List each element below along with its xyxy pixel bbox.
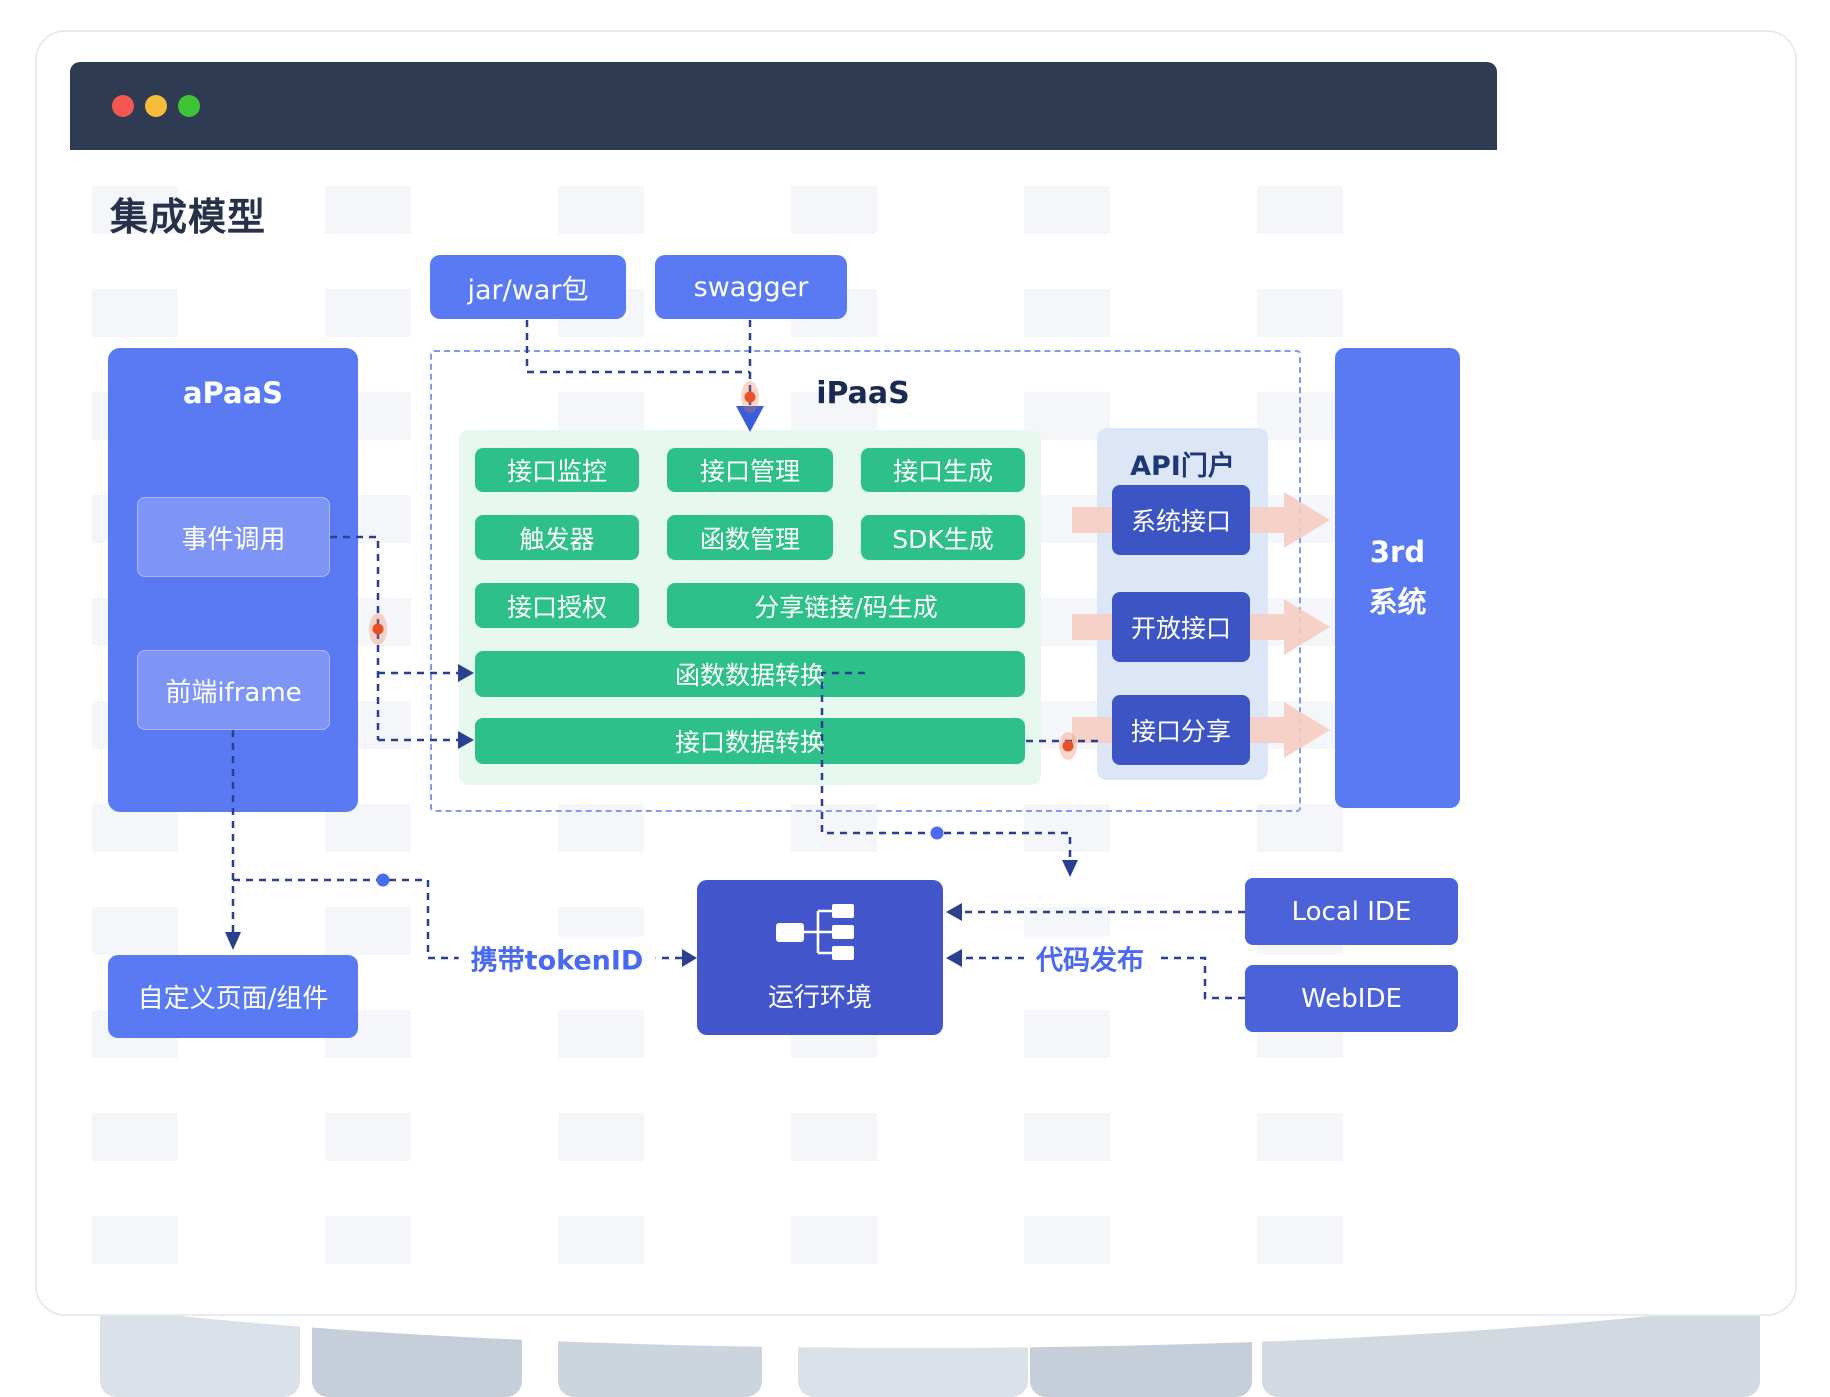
edge-label-deploy: 代码发布 bbox=[1024, 936, 1156, 980]
node-function-data-transform-label: 函数数据转换 bbox=[674, 661, 825, 690]
node-api-data-transform: 接口数据转换 bbox=[475, 718, 1025, 764]
panel-ipaas-features: 接口监控 接口管理 接口生成 触发器 函数管理 SDK生成 接口授权 分享链接/… bbox=[459, 430, 1041, 785]
panel-api-portal: API门户 系统接口 开放接口 接口分享 bbox=[1072, 428, 1330, 780]
pink-arrow-head bbox=[1284, 702, 1330, 758]
panel-api-portal-title: API门户 bbox=[1130, 451, 1235, 482]
node-api-share: 接口分享 bbox=[1112, 695, 1250, 765]
node-function-data-transform: 函数数据转换 bbox=[475, 651, 1025, 697]
node-api-auth-label: 接口授权 bbox=[506, 592, 607, 622]
node-api-share-label: 接口分享 bbox=[1130, 717, 1231, 746]
node-jar-war: jar/war包 bbox=[430, 255, 626, 319]
pink-arrow-head bbox=[1284, 492, 1330, 548]
node-function-manage: 函数管理 bbox=[667, 515, 833, 560]
node-sdk-generate: SDK生成 bbox=[861, 515, 1025, 560]
node-local-ide: Local IDE bbox=[1245, 878, 1458, 945]
node-webide: WebIDE bbox=[1245, 965, 1458, 1032]
node-sdk-generate-label: SDK生成 bbox=[892, 524, 994, 554]
node-api-generate-label: 接口生成 bbox=[892, 457, 993, 486]
window-maximize-dot bbox=[178, 95, 200, 117]
node-trigger: 触发器 bbox=[475, 515, 639, 560]
panel-apaas-title: aPaaS bbox=[182, 376, 284, 410]
node-swagger: swagger bbox=[655, 255, 847, 319]
node-third-system: 3rd 系统 bbox=[1335, 348, 1460, 808]
node-open-api: 开放接口 bbox=[1112, 592, 1250, 662]
node-api-manage-label: 接口管理 bbox=[699, 457, 800, 486]
node-share-link-generate: 分享链接/码生成 bbox=[667, 583, 1025, 628]
pink-arrow-head bbox=[1284, 599, 1330, 655]
node-event-call-label: 事件调用 bbox=[181, 524, 286, 555]
browser-titlebar bbox=[70, 62, 1497, 150]
node-open-api-label: 开放接口 bbox=[1130, 614, 1231, 643]
node-third-system-line1: 3rd bbox=[1369, 535, 1426, 569]
node-event-call: 事件调用 bbox=[137, 497, 330, 577]
node-api-monitor-label: 接口监控 bbox=[506, 457, 607, 486]
node-trigger-label: 触发器 bbox=[519, 524, 595, 554]
panel-apaas: aPaaS 事件调用 前端iframe bbox=[108, 348, 358, 812]
edge-label-token: 携带tokenID bbox=[458, 936, 656, 980]
node-third-system-line2: 系统 bbox=[1368, 585, 1427, 619]
node-api-monitor: 接口监控 bbox=[475, 448, 639, 492]
node-system-api: 系统接口 bbox=[1112, 485, 1250, 555]
node-system-api-label: 系统接口 bbox=[1130, 507, 1231, 536]
node-webide-label: WebIDE bbox=[1301, 983, 1402, 1014]
node-frontend-iframe: 前端iframe bbox=[137, 650, 330, 730]
node-api-generate: 接口生成 bbox=[861, 448, 1025, 492]
node-local-ide-label: Local IDE bbox=[1291, 896, 1412, 927]
page-title: 集成模型 bbox=[110, 195, 267, 239]
node-swagger-label: swagger bbox=[693, 271, 809, 303]
node-jar-war-label: jar/war包 bbox=[467, 274, 589, 306]
runtime-flow-icon bbox=[776, 904, 854, 960]
node-runtime-label: 运行环境 bbox=[767, 983, 872, 1013]
node-api-data-transform-label: 接口数据转换 bbox=[674, 728, 825, 757]
node-frontend-iframe-label: 前端iframe bbox=[165, 677, 302, 708]
window-minimize-dot bbox=[145, 95, 167, 117]
node-custom-page: 自定义页面/组件 bbox=[108, 955, 358, 1038]
node-custom-page-label: 自定义页面/组件 bbox=[137, 984, 329, 1014]
node-api-auth: 接口授权 bbox=[475, 583, 639, 628]
panel-ipaas-title: iPaaS bbox=[816, 376, 910, 411]
node-api-manage: 接口管理 bbox=[667, 448, 833, 492]
node-share-link-generate-label: 分享链接/码生成 bbox=[754, 592, 938, 622]
node-runtime: 运行环境 bbox=[697, 880, 943, 1035]
node-function-manage-label: 函数管理 bbox=[699, 524, 800, 554]
window-close-dot bbox=[112, 95, 134, 117]
